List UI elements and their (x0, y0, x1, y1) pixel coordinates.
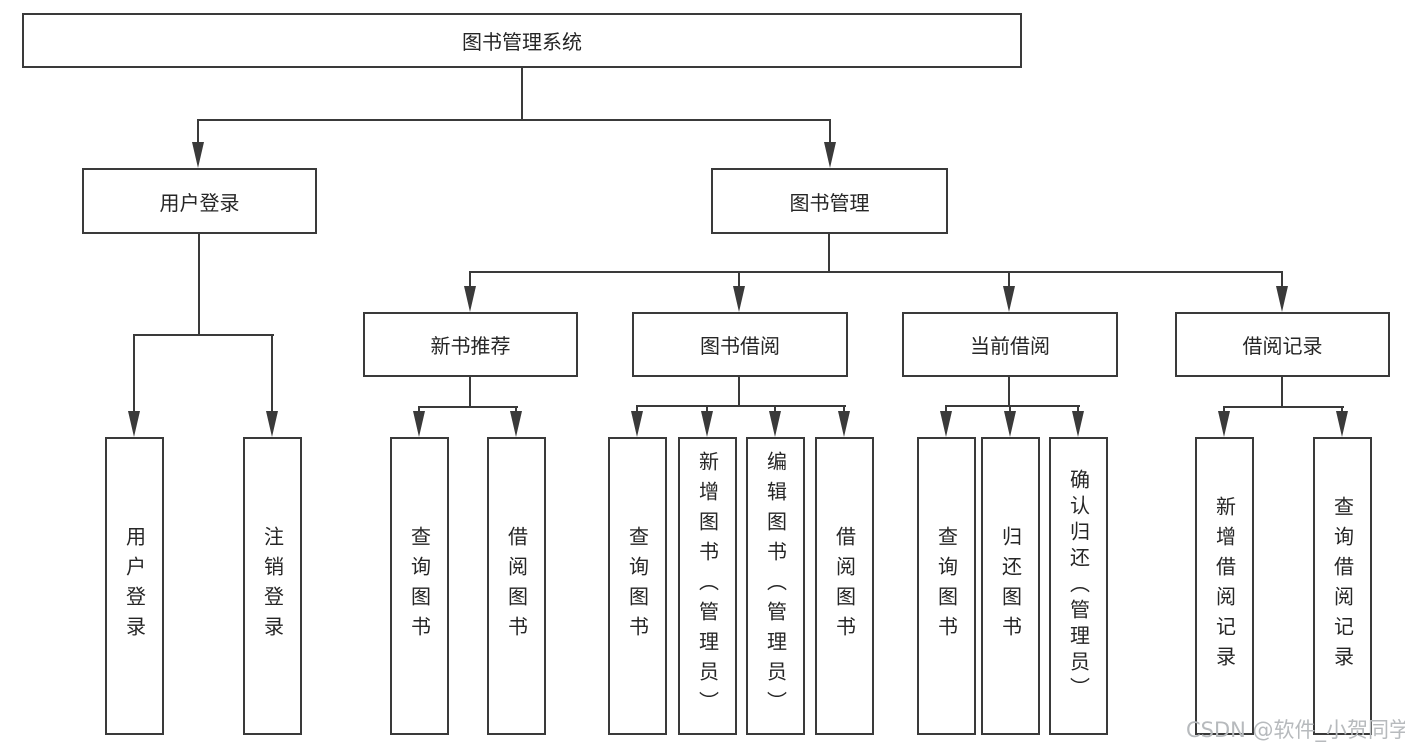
node-book-management: 图书管理 (711, 168, 948, 234)
connector-book-borrow-drop-line (843, 405, 845, 414)
leaf-confirm-return-admin-label: 确认归还（管理员） (1066, 469, 1091, 703)
node-user-login-label: 用户登录 (159, 190, 240, 215)
node-book-management-label: 图书管理 (789, 190, 870, 215)
arrow-down-icon (1003, 286, 1015, 312)
node-user-login: 用户登录 (82, 168, 317, 234)
arrow-down-icon (128, 411, 140, 437)
arrow-down-icon (1218, 411, 1230, 437)
leaf-return-book: 归还图书 (981, 437, 1040, 735)
arrow-down-icon (510, 411, 522, 437)
leaf-logout: 注销登录 (243, 437, 302, 735)
arrow-down-icon (413, 411, 425, 437)
leaf-query-books-1-label: 查询图书 (407, 526, 432, 646)
node-root-label: 图书管理系统 (462, 30, 582, 54)
arrow-down-icon (1004, 411, 1016, 437)
arrow-down-icon (1336, 411, 1348, 437)
node-current-borrow: 当前借阅 (902, 312, 1118, 377)
arrow-down-icon (769, 411, 781, 437)
connector-borrow-record-drop-line (1223, 406, 1225, 414)
connector-root-rail-line (197, 119, 831, 121)
arrow-down-icon (192, 142, 204, 168)
node-book-borrow-label: 图书借阅 (700, 334, 780, 358)
connector-new-book-recommend-drop-line (418, 406, 420, 414)
connector-book-borrow-drop-line (774, 405, 776, 414)
leaf-add-borrow-record-label: 新增借阅记录 (1212, 496, 1237, 676)
connector-root-right-drop-line (829, 119, 831, 147)
leaf-user-login: 用户登录 (105, 437, 164, 735)
connector-book-management-rail-line (469, 271, 1283, 273)
connector-root-left-drop-line (197, 119, 199, 147)
leaf-query-books-3: 查询图书 (917, 437, 976, 735)
connector-user-login-drop-line (271, 334, 273, 416)
leaf-return-book-label: 归还图书 (998, 526, 1023, 646)
connector-book-borrow-drop-line (636, 405, 638, 414)
watermark-text: CSDN @软件_小贺同学 (1186, 718, 1405, 742)
node-new-book-recommend: 新书推荐 (363, 312, 578, 377)
connector-user-login-rail-line (133, 334, 274, 336)
leaf-user-login-label: 用户登录 (122, 526, 147, 646)
node-borrow-record-label: 借阅记录 (1242, 334, 1323, 358)
connector-new-book-recommend-drop-line (515, 406, 517, 414)
connector-borrow-record-stem-line (1281, 377, 1283, 408)
arrow-down-icon (1072, 411, 1084, 437)
connector-current-borrow-stem-line (1008, 377, 1010, 407)
leaf-borrow-books-2-label: 借阅图书 (832, 526, 857, 646)
arrow-down-icon (701, 411, 713, 437)
leaf-borrow-books-1: 借阅图书 (487, 437, 546, 735)
leaf-add-book-admin-label: 新增图书（管理员） (695, 451, 720, 721)
leaf-query-books-2-label: 查询图书 (625, 526, 650, 646)
arrow-down-icon (940, 411, 952, 437)
arrow-down-icon (464, 286, 476, 312)
leaf-edit-book-admin-label: 编辑图书（管理员） (763, 451, 788, 721)
connector-current-borrow-rail-line (945, 405, 1080, 407)
leaf-confirm-return-admin: 确认归还（管理员） (1049, 437, 1108, 735)
connector-book-management-drop-line (469, 271, 471, 289)
leaf-query-books-3-label: 查询图书 (934, 526, 959, 646)
leaf-add-book-admin: 新增图书（管理员） (678, 437, 737, 735)
connector-root-stem-line (521, 68, 523, 121)
connector-new-book-recommend-rail-line (418, 406, 518, 408)
leaf-logout-label: 注销登录 (260, 526, 285, 646)
leaf-add-borrow-record: 新增借阅记录 (1195, 437, 1254, 735)
connector-book-management-stem-line (828, 234, 830, 273)
arrow-down-icon (824, 142, 836, 168)
connector-book-borrow-rail-line (636, 405, 846, 407)
node-borrow-record: 借阅记录 (1175, 312, 1390, 377)
arrow-down-icon (838, 411, 850, 437)
arrow-down-icon (733, 286, 745, 312)
leaf-borrow-books-2: 借阅图书 (815, 437, 874, 735)
node-current-borrow-label: 当前借阅 (970, 334, 1050, 358)
leaf-query-borrow-record-label: 查询借阅记录 (1330, 496, 1355, 676)
arrow-down-icon (1276, 286, 1288, 312)
connector-user-login-drop-line (133, 334, 135, 416)
connector-current-borrow-drop-line (945, 405, 947, 414)
leaf-borrow-books-1-label: 借阅图书 (504, 526, 529, 646)
connector-new-book-recommend-stem-line (469, 377, 471, 408)
leaf-query-borrow-record: 查询借阅记录 (1313, 437, 1372, 735)
connector-book-management-drop-line (1008, 271, 1010, 289)
node-new-book-recommend-label: 新书推荐 (430, 334, 511, 358)
node-root: 图书管理系统 (22, 13, 1022, 68)
connector-borrow-record-drop-line (1341, 406, 1343, 414)
connector-book-borrow-stem-line (738, 377, 740, 407)
connector-borrow-record-rail-line (1223, 406, 1344, 408)
connector-current-borrow-drop-line (1009, 405, 1011, 414)
leaf-query-books-1: 查询图书 (390, 437, 449, 735)
connector-current-borrow-drop-line (1077, 405, 1079, 414)
arrow-down-icon (266, 411, 278, 437)
connector-user-login-stem-line (198, 234, 200, 336)
connector-book-management-drop-line (738, 271, 740, 289)
arrow-down-icon (631, 411, 643, 437)
node-book-borrow: 图书借阅 (632, 312, 848, 377)
connector-book-borrow-drop-line (706, 405, 708, 414)
leaf-query-books-2: 查询图书 (608, 437, 667, 735)
leaf-edit-book-admin: 编辑图书（管理员） (746, 437, 805, 735)
connector-book-management-drop-line (1281, 271, 1283, 289)
